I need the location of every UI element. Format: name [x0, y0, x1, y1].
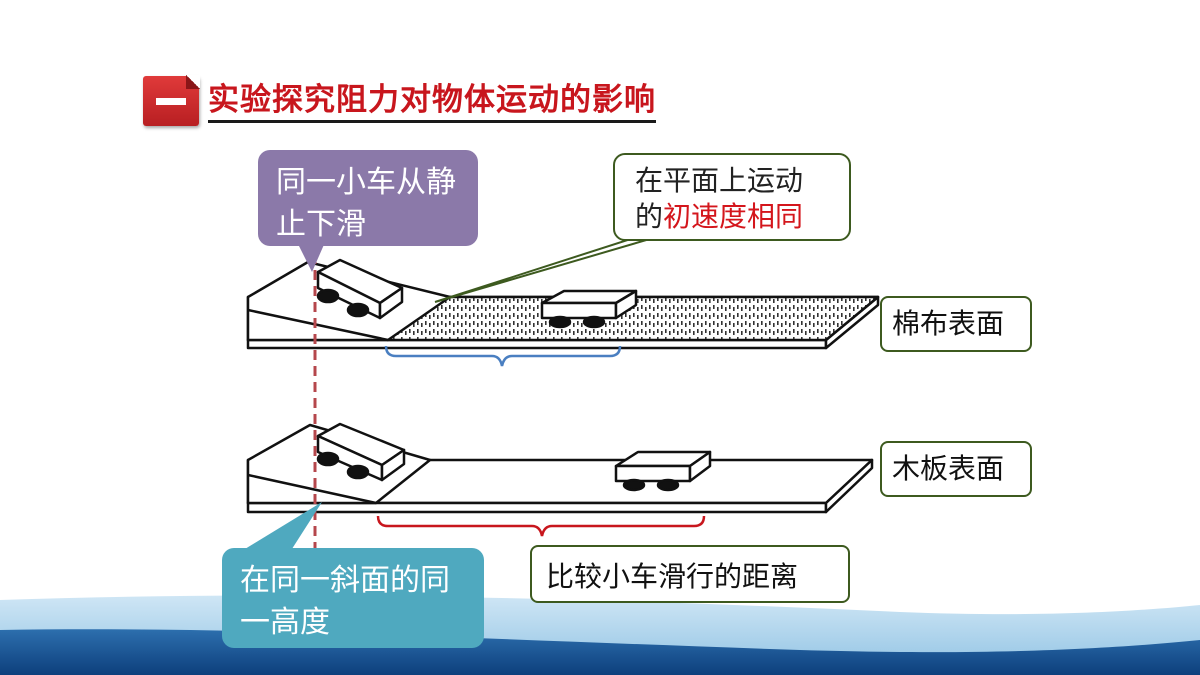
compare-distance-label: 比较小车滑行的距离 [530, 545, 850, 603]
page-title: 实验探究阻力对物体运动的影响 [208, 80, 656, 123]
cotton-surface-label: 棉布表面 [880, 296, 1032, 352]
top-track [246, 258, 880, 350]
bottom-ramp-cart [316, 422, 406, 482]
same-cart-callout: 同一小车从静 止下滑 [258, 150, 478, 246]
teal-tail [240, 502, 322, 552]
same-speed-line2: 的初速度相同 [635, 200, 804, 233]
same-cart-line1: 同一小车从静 [276, 165, 456, 200]
same-height-callout: 在同一斜面的同 一高度 [222, 548, 484, 648]
bottom-track [246, 422, 874, 514]
same-speed-line1: 在平面上运动 [635, 164, 804, 197]
blue-brace [384, 345, 622, 367]
same-height-line2: 一高度 [240, 605, 330, 640]
bottom-ramp [246, 423, 432, 505]
same-speed-callout: 在平面上运动 的初速度相同 [613, 153, 851, 241]
wood-surface-label: 木板表面 [880, 441, 1032, 497]
top-flat-cart [540, 289, 638, 329]
speed-highlight: 初速度相同 [663, 200, 804, 233]
same-height-line1: 在同一斜面的同 [240, 563, 450, 598]
same-cart-line2: 止下滑 [276, 207, 366, 242]
bottom-flat-cart [614, 450, 712, 492]
red-brace [376, 515, 706, 537]
purple-tail [296, 240, 326, 272]
top-ramp-cart [316, 258, 404, 320]
title-number-badge [143, 75, 200, 126]
